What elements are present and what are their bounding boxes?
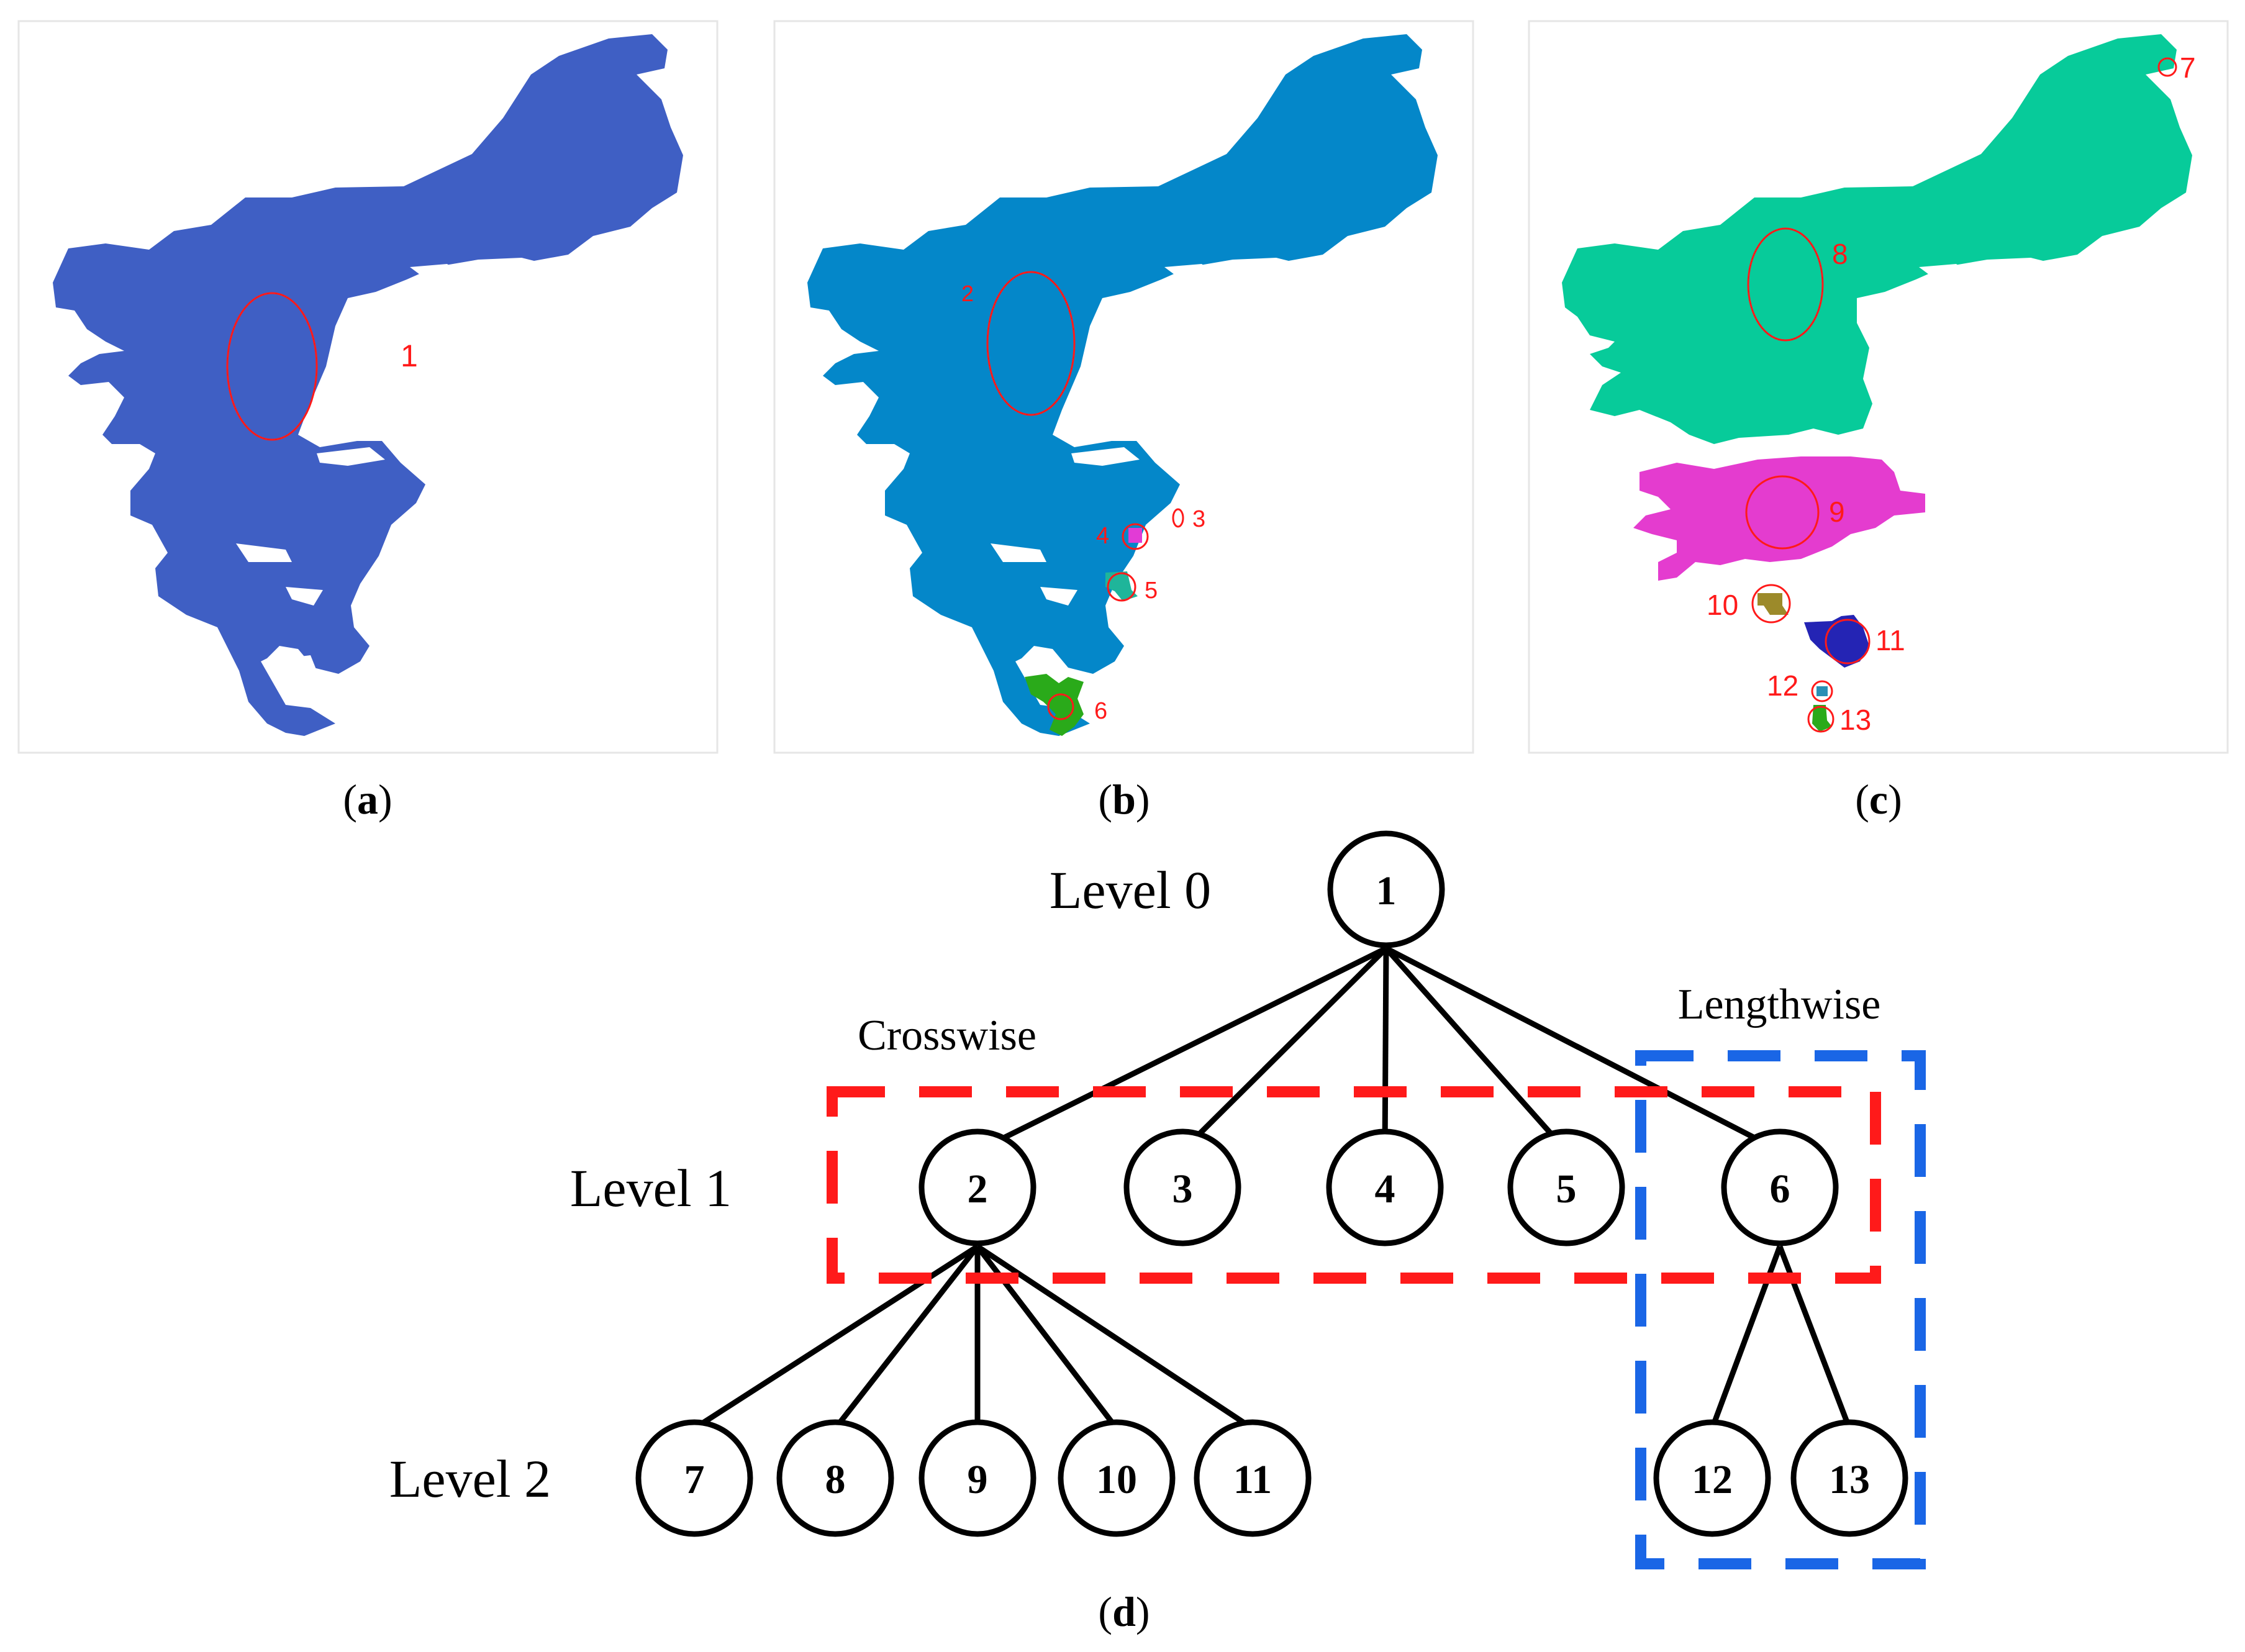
panel-c-region-label: 7: [2180, 52, 2196, 84]
panel-c-centroid-circle-9: [1745, 475, 1820, 550]
tree-node-8: 8: [776, 1419, 894, 1537]
tree-node-10: 10: [1058, 1419, 1176, 1537]
tree-node-label: 10: [1096, 1457, 1137, 1502]
tree-node-11: 11: [1194, 1419, 1312, 1537]
panel-a-region-1: [53, 34, 683, 736]
tree-node-label: 13: [1829, 1457, 1870, 1502]
edge-1-4: [1382, 948, 1389, 1151]
edge-1-6: [1384, 945, 1782, 1154]
lengthwise-label: Lengthwise: [1678, 981, 1881, 1028]
panel-a-hole: [286, 587, 323, 606]
panel-b-region-label: 2: [961, 281, 974, 306]
panel-a-hole: [286, 655, 317, 677]
panel-b-region-4: [1128, 528, 1142, 543]
panel-b-hole: [991, 543, 1046, 562]
tree-node-3: 3: [1123, 1128, 1241, 1246]
tree-node-5: 5: [1507, 1128, 1625, 1246]
panel-b-centroid-circle-5: [1107, 572, 1136, 602]
panel-c-region-label: 13: [1839, 704, 1871, 736]
tree-node-label: 4: [1375, 1166, 1395, 1212]
panel-b: 2 3 4 5 6: [773, 20, 1474, 754]
crosswise-group-box: [827, 1086, 1881, 1284]
tree-node-7: 7: [635, 1419, 753, 1537]
panel-c-centroid-circle-13: [1807, 706, 1835, 733]
panel-b-hole: [1071, 447, 1140, 466]
tree-node-4: 4: [1326, 1128, 1444, 1246]
panel-c-region-13: [1812, 705, 1832, 732]
panel-c-region-8: [1562, 34, 2192, 444]
level-0-label: Level 0: [1050, 860, 1211, 920]
panel-a: 1: [17, 20, 719, 754]
tree-node-label: 8: [825, 1457, 846, 1502]
panel-c-centroid-ellipse-8: [1747, 227, 1824, 342]
panel-d-caption: (d): [1098, 1588, 1150, 1635]
panel-b-region-label: 4: [1096, 523, 1109, 549]
panel-c-caption: (c): [1855, 776, 1902, 823]
panel-a-hole: [410, 264, 460, 276]
panel-b-region-5: [1105, 571, 1138, 601]
tree-nodes: 1 2 3 4 5 6 7 8 9 10 11 12 13: [635, 830, 1908, 1537]
panel-d-tree: Crosswise Lengthwise Level 0 Level 1 Lev…: [389, 830, 1926, 1569]
tree-node-label: 3: [1172, 1166, 1193, 1212]
edge-1-2: [976, 945, 1387, 1154]
panel-b-centroid-ellipse-3: [1172, 508, 1184, 528]
tree-node-13: 13: [1790, 1419, 1908, 1537]
tree-node-label: 6: [1770, 1166, 1790, 1212]
tree-node-label: 1: [1376, 868, 1397, 914]
panel-b-hole: [1040, 587, 1077, 606]
tree-node-6: 6: [1721, 1128, 1839, 1246]
tree-node-label: 11: [1233, 1457, 1272, 1502]
panel-b-caption: (b): [1098, 776, 1150, 823]
level-1-label: Level 1: [570, 1158, 732, 1218]
edge-2-8: [833, 1245, 980, 1430]
crosswise-label: Crosswise: [858, 1012, 1036, 1060]
panel-a-region-label: 1: [401, 338, 418, 373]
tree-node-2: 2: [918, 1128, 1036, 1246]
panel-c: 8 9 10 11 12 13 7: [1528, 20, 2229, 754]
panel-c-region-label: 10: [1707, 589, 1738, 621]
panel-c-region-9: [1633, 456, 1925, 581]
tree-node-label: 9: [968, 1457, 988, 1502]
edge-1-3: [1180, 946, 1389, 1153]
panel-c-centroid-circle-7: [2157, 57, 2177, 77]
panel-c-region-12: [1816, 686, 1828, 696]
panel-a-hole: [317, 447, 385, 466]
lengthwise-group-box: [1635, 1050, 1926, 1569]
panel-b-region-label: 6: [1094, 698, 1107, 724]
tree-node-label: 2: [968, 1166, 988, 1212]
panel-a-centroid-ellipse: [226, 292, 318, 441]
panel-c-region-11: [1804, 615, 1869, 668]
panel-b-centroid-circle-6: [1047, 693, 1074, 720]
panel-b-centroid-ellipse-2: [986, 271, 1076, 416]
level-2-label: Level 2: [389, 1449, 551, 1509]
panel-b-region-label: 5: [1145, 578, 1158, 604]
tree-node-9: 9: [918, 1419, 1036, 1537]
panel-c-region-label: 8: [1832, 238, 1848, 270]
panel-c-region-label: 11: [1875, 624, 1905, 656]
panel-a-caption: (a): [343, 776, 392, 823]
panel-b-region-2: [807, 34, 1438, 736]
edge-2-11: [976, 1244, 1254, 1431]
panel-c-hole: [1919, 264, 1969, 276]
tree-node-12: 12: [1653, 1419, 1771, 1537]
panel-c-centroid-circle-11: [1825, 619, 1871, 665]
panel-b-centroid-circle-4: [1122, 523, 1149, 550]
panel-a-hole: [236, 543, 292, 562]
panel-c-region-10: [1757, 593, 1789, 615]
panel-c-centroid-circle-12: [1811, 680, 1833, 702]
panel-c-centroid-circle-10: [1751, 584, 1791, 624]
tree-node-1: 1: [1327, 830, 1445, 948]
tree-node-label: 12: [1692, 1457, 1733, 1502]
edge-1-5: [1384, 946, 1569, 1153]
panel-b-region-6: [1025, 674, 1084, 736]
tree-node-label: 5: [1556, 1166, 1577, 1212]
panel-c-region-label: 9: [1829, 496, 1845, 528]
panel-c-region-label: 12: [1767, 669, 1798, 702]
tree-node-label: 7: [684, 1457, 705, 1502]
panel-b-hole: [1164, 264, 1214, 276]
panel-b-region-label: 3: [1192, 506, 1205, 532]
